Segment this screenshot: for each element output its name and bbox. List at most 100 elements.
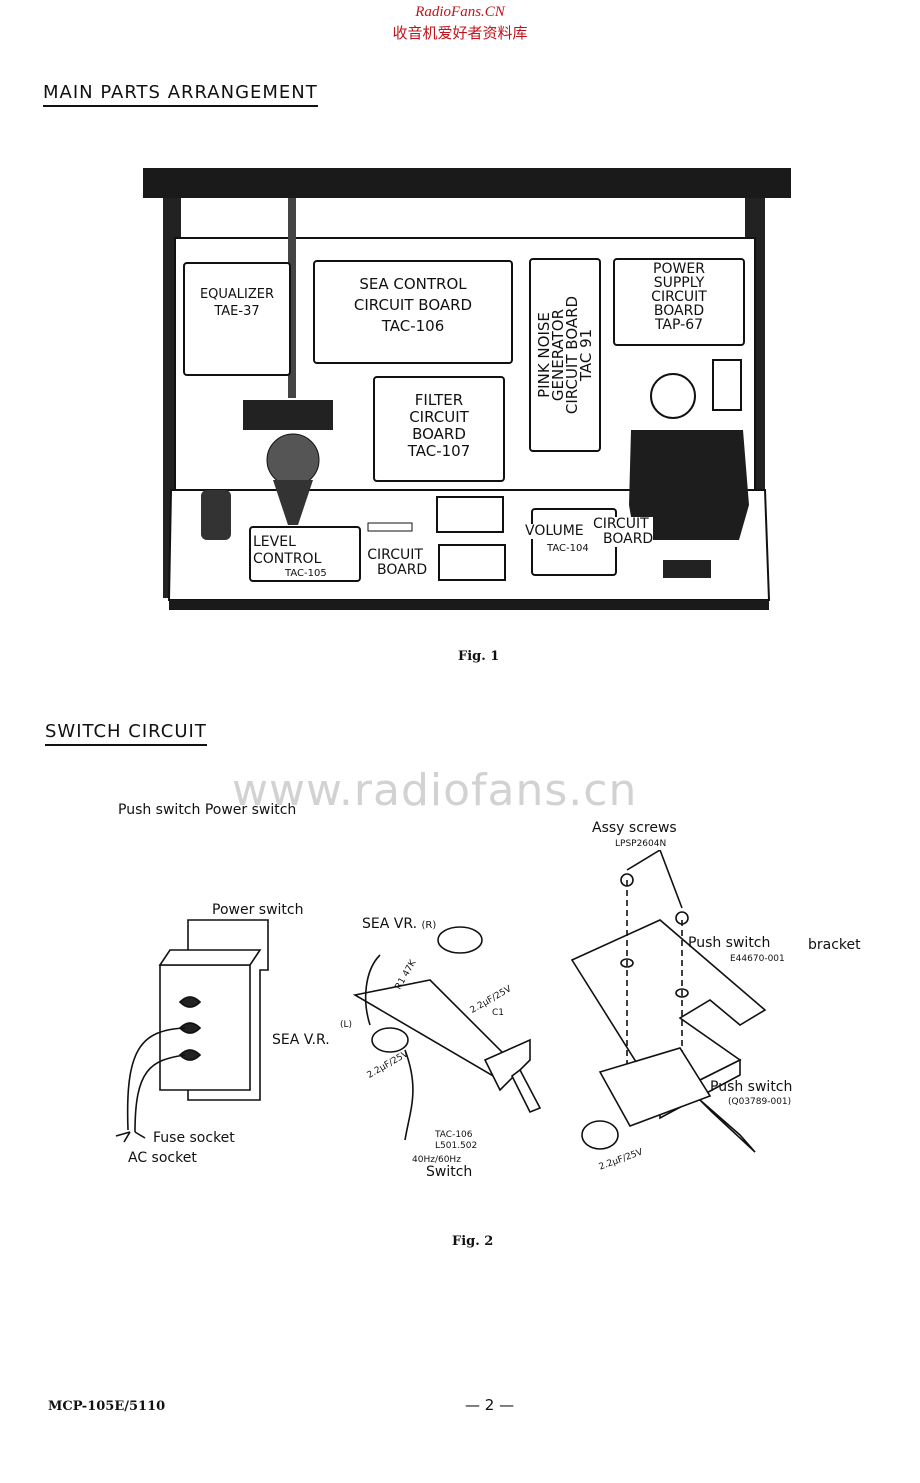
wire-2 xyxy=(134,1054,186,1133)
board-pink-noise: PINK NOISE GENERATOR CIRCUIT BOARD TAC 9… xyxy=(529,258,601,452)
wire-sea xyxy=(404,1049,414,1141)
power-connector xyxy=(712,359,742,411)
board-power-supply-line4: BOARD xyxy=(653,303,705,319)
board-sea-control-line1: SEA CONTROL xyxy=(359,275,467,293)
rotary-switch-shaft xyxy=(273,480,313,525)
board-equalizer-line1: EQUALIZER xyxy=(199,287,275,302)
bracket-hole-1 xyxy=(620,958,634,968)
label-sea-vr-r-suffix: (R) xyxy=(421,920,437,931)
power-switch-body xyxy=(159,964,251,1091)
site-header-subtitle: 收音机爱好者资料库 xyxy=(392,24,528,42)
label-push-switch-bracket: Push switch xyxy=(688,935,771,951)
board-volume-line2: CIRCUIT xyxy=(593,516,649,532)
footer-model: MCP-105E/5110 xyxy=(48,1399,166,1414)
tac106-lever xyxy=(510,1068,542,1114)
switch-circuit-illustration xyxy=(115,849,767,1153)
filter-capacitor xyxy=(650,373,696,419)
switch-circuit-diagram: Power switch SEA VR. (R) (L) SEA V.R. R1… xyxy=(100,849,880,1180)
screw-right xyxy=(675,911,689,925)
label-lpsp: LPSP2604N xyxy=(615,839,667,849)
power-switch-bracket xyxy=(187,919,269,1101)
power-transformer xyxy=(629,430,749,540)
board-filter-line3: BOARD xyxy=(412,425,466,443)
board-power-supply-line1: POWER xyxy=(653,261,705,277)
board-level-control-line3: CIRCUIT xyxy=(367,547,423,563)
terminal-block xyxy=(663,560,711,578)
board-power-supply: POWER SUPPLY CIRCUIT BOARD TAP-67 xyxy=(613,258,745,346)
label-l-mark: (L) xyxy=(340,1020,353,1030)
board-level-control-line2: TAC-105 xyxy=(285,568,327,579)
footer-page-number: — 2 — xyxy=(465,1396,515,1414)
fig1-caption: Fig. 1 xyxy=(458,649,500,664)
small-component xyxy=(367,522,413,532)
section-title-switch-circuit: SWITCH CIRCUIT xyxy=(45,721,207,746)
board-volume-circuit-label: CIRCUIT BOARD xyxy=(593,516,654,547)
push-switch-body xyxy=(598,1047,712,1127)
board-filter-line1: FILTER xyxy=(414,391,464,409)
screw-callout-left xyxy=(626,849,661,871)
label-ac-socket: AC socket xyxy=(128,1150,197,1166)
tac106-switch-body xyxy=(483,1038,531,1092)
terminal-3 xyxy=(178,1049,202,1061)
label-power-switch: Power switch xyxy=(212,902,304,918)
board-power-supply-line2: SUPPLY xyxy=(653,275,705,291)
label-push-switch: Push switch xyxy=(710,1079,793,1095)
capacitor-left xyxy=(371,1027,409,1053)
switch-rod xyxy=(288,198,296,398)
label-fuse-socket: Fuse socket xyxy=(153,1130,235,1146)
rotary-switch-bracket xyxy=(243,400,333,430)
rotary-switch-wafer xyxy=(266,433,320,487)
label-q-part: (Q03789-001) xyxy=(728,1097,792,1107)
label-switch: Switch xyxy=(426,1164,473,1180)
board-power-supply-line3: CIRCUIT xyxy=(651,289,707,305)
front-panel-rail xyxy=(143,168,791,198)
main-parts-photo: EQUALIZER TAE-37 SEA CONTROL CIRCUIT BOA… xyxy=(143,160,795,616)
terminal-1 xyxy=(178,996,202,1008)
label-tac106: TAC-106 xyxy=(435,1130,473,1140)
fuse-holder xyxy=(201,490,231,540)
label-c1: C1 xyxy=(492,1008,505,1018)
section-title-main-parts: MAIN PARTS ARRANGEMENT xyxy=(43,82,318,107)
board-volume-line3: TAC-104 xyxy=(547,543,589,554)
board-equalizer-line2: TAE-37 xyxy=(214,304,260,319)
board-level-control-line1: LEVEL CONTROL xyxy=(253,534,322,567)
bracket-hole-2 xyxy=(675,988,689,998)
label-sea-vr-l: SEA V.R. xyxy=(272,1032,330,1048)
blank-plate-lower xyxy=(438,544,506,581)
blank-plate-upper xyxy=(436,496,504,533)
terminal-2 xyxy=(178,1022,202,1034)
wire-ends xyxy=(115,1131,146,1143)
label-sea-vr-r-text: SEA VR. xyxy=(362,916,418,932)
label-sea-vr-r: SEA VR. (R) xyxy=(362,916,436,932)
board-sea-control-line3: TAC-106 xyxy=(381,317,445,335)
board-power-supply-line5: TAP-67 xyxy=(654,317,704,333)
label-e-part: E44670-001 xyxy=(730,954,785,964)
board-equalizer: EQUALIZER TAE-37 xyxy=(183,262,291,376)
label-l501: L501.502 xyxy=(435,1141,478,1151)
capacitor-right xyxy=(437,926,483,954)
board-volume-line4: BOARD xyxy=(603,531,654,547)
power-switch-top xyxy=(158,949,262,966)
board-filter-line2: CIRCUIT xyxy=(409,408,469,426)
board-filter: FILTER CIRCUIT BOARD TAC-107 xyxy=(373,376,505,482)
board-sea-control: SEA CONTROL CIRCUIT BOARD TAC-106 xyxy=(313,260,513,364)
screw-callout-right xyxy=(659,849,683,909)
fig2-caption: Fig. 2 xyxy=(452,1234,494,1249)
chassis-base-edge xyxy=(169,600,769,610)
label-assy-screws: Assy screws xyxy=(592,820,677,836)
site-header-title: RadioFans.CN xyxy=(415,4,505,20)
board-level-control-line4: BOARD xyxy=(377,562,428,578)
label-push-power-switch: Push switch Power switch xyxy=(118,802,297,818)
screw-left xyxy=(620,873,634,887)
push-switch-plunger xyxy=(699,1099,756,1153)
board-volume-line1: VOLUME xyxy=(525,524,615,539)
watermark: www.radiofans.cn xyxy=(232,765,638,816)
board-level-control: LEVEL CONTROL TAC-105 xyxy=(249,526,361,582)
board-pink-noise-line4: TAC 91 xyxy=(577,328,595,382)
board-level-control-circuit-label: CIRCUIT BOARD xyxy=(363,547,428,578)
label-bracket: bracket xyxy=(808,937,861,953)
label-hz: 40Hz/60Hz xyxy=(412,1155,461,1165)
push-switch-capacitor xyxy=(581,1120,619,1150)
wire-sea-l xyxy=(364,954,381,1026)
board-sea-control-line2: CIRCUIT BOARD xyxy=(353,296,473,314)
